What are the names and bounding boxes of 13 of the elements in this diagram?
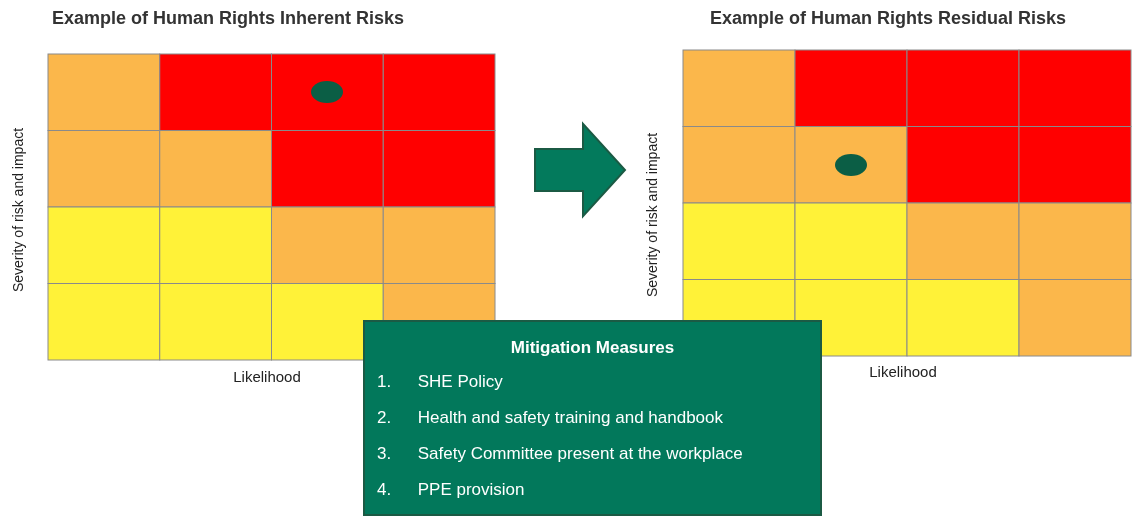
axis-label: Likelihood (233, 368, 301, 385)
axis-label: Severity of risk and impact (9, 126, 27, 295)
axis-label: Likelihood (869, 363, 937, 380)
list-item: 4. PPE provision (377, 480, 525, 500)
callout-box (363, 320, 822, 516)
matrix-title: Example of Human Rights Residual Risks (710, 8, 1067, 29)
list-item: 1. SHE Policy (377, 372, 503, 392)
matrix-title: Example of Human Rights Inherent Risks (52, 8, 405, 29)
list-item: 3. Safety Committee present at the workplace (377, 444, 743, 464)
callout-heading: Mitigation Measures (509, 338, 676, 358)
list-item: 2. Health and safety training and handbook (377, 408, 723, 428)
axis-label: Severity of risk and impact (643, 131, 661, 300)
block-arrow (534, 121, 627, 219)
